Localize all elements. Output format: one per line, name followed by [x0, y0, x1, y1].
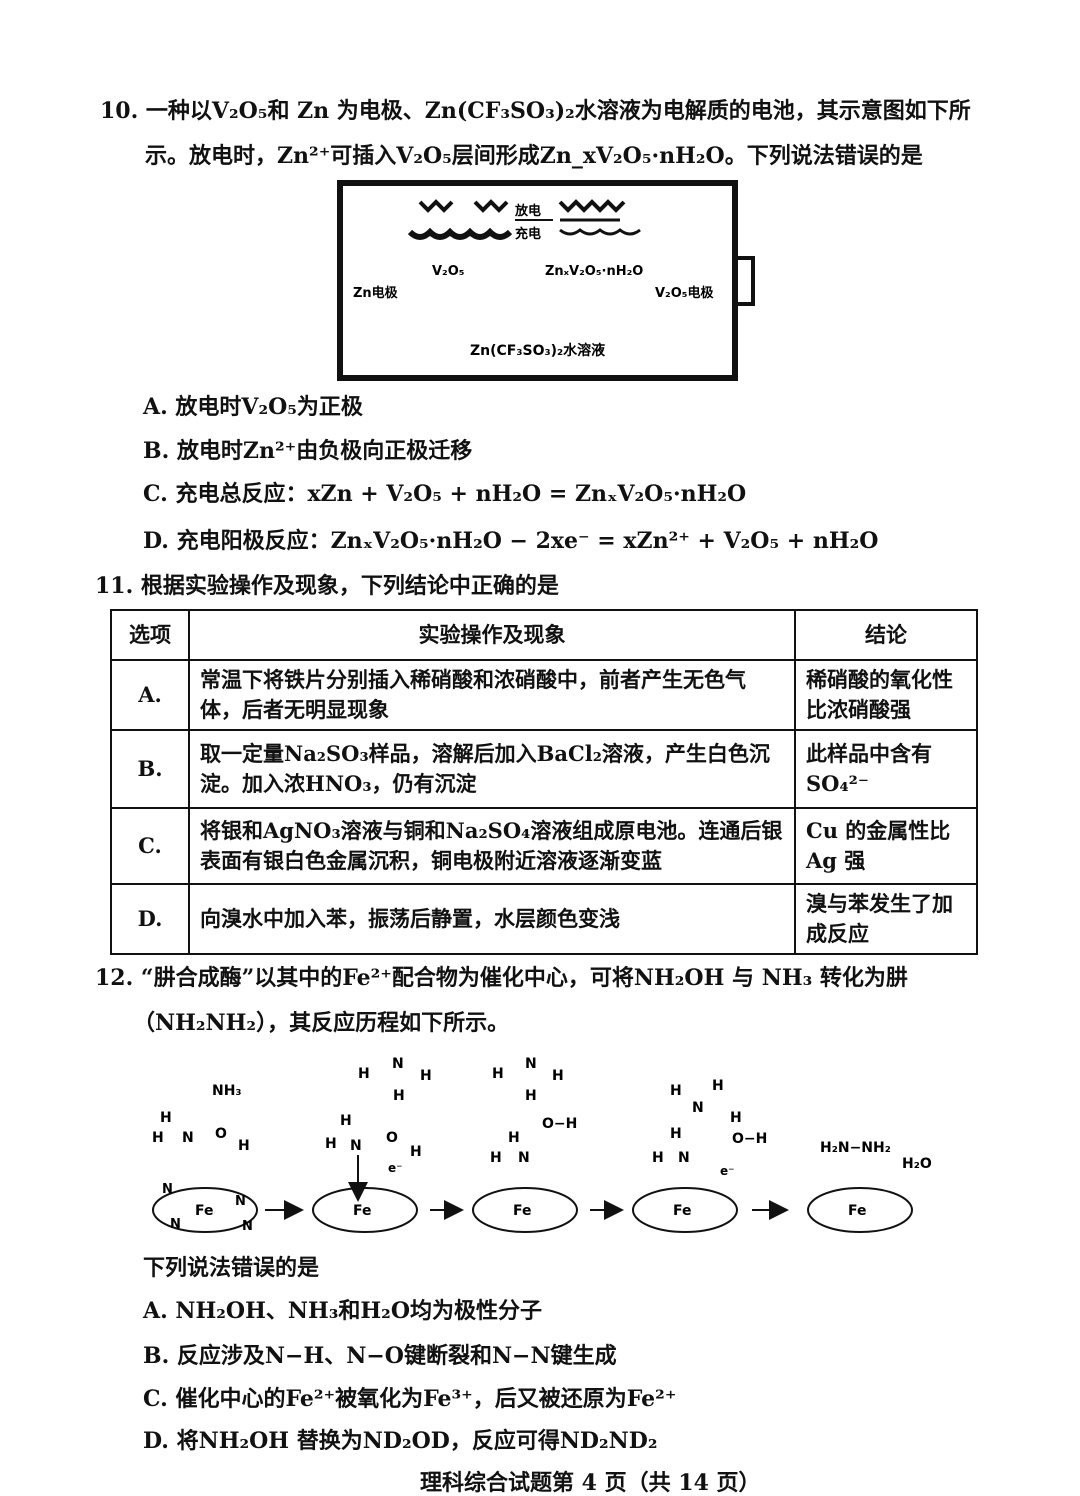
stage3-h5: H	[490, 1150, 502, 1166]
stage2-h2: H	[420, 1068, 432, 1084]
q12-option-c: C. 催化中心的Fe²⁺被氧化为Fe³⁺，后又被还原为Fe²⁺	[143, 1386, 677, 1412]
stage3-h4: H	[508, 1130, 520, 1146]
table-row: C. 将银和AgNO₃溶液与铜和Na₂SO₄溶液组成原电池。连通后银表面有银白色…	[110, 807, 978, 885]
stage1-ring	[152, 1187, 258, 1233]
row-b-option: B.	[110, 729, 190, 809]
stage1-n: N	[182, 1130, 194, 1146]
stage3-h2: H	[552, 1068, 564, 1084]
stage4-oh: O−H	[732, 1131, 767, 1147]
stage3-fe: Fe	[513, 1203, 532, 1219]
q12-stem-line1: 12. “肼合成酶”以其中的Fe²⁺配合物为催化中心，可将NH₂OH 与 NH₃…	[95, 965, 908, 991]
q12-option-a: A. NH₂OH、NH₃和H₂O均为极性分子	[143, 1298, 542, 1324]
battery-terminal	[733, 256, 755, 306]
stage3-h3: H	[525, 1088, 537, 1104]
row-d-operation: 向溴水中加入苯，振荡后静置，水层颜色变浅	[188, 883, 796, 955]
stage2-n1: N	[392, 1056, 404, 1072]
stage2-fe: Fe	[353, 1203, 372, 1219]
table-row: D. 向溴水中加入苯，振荡后静置，水层颜色变浅 溴与苯发生了加成反应	[110, 883, 978, 955]
row-c-conclusion: Cu 的金属性比Ag 强	[794, 807, 978, 885]
row-a-operation: 常温下将铁片分别插入稀硝酸和浓硝酸中，前者产生无色气体，后者无明显现象	[188, 659, 796, 731]
v2o5-layer-top	[418, 199, 509, 213]
stage3-n1: N	[525, 1056, 537, 1072]
label-electrolyte: Zn(CF₃SO₃)₂水溶液	[470, 342, 606, 359]
stage4-h4: H	[670, 1126, 682, 1142]
stage1-h3: H	[238, 1138, 250, 1154]
q12-stem-line2: （NH₂NH₂），其反应历程如下所示。	[133, 1010, 510, 1036]
stage3-oh: O−H	[542, 1116, 577, 1132]
stage1-n3: N	[170, 1217, 181, 1232]
zn-layer-bottom	[559, 218, 641, 236]
stage4-h2: H	[712, 1078, 724, 1094]
label-zn-electrode: Zn电极	[353, 285, 399, 301]
stage2-h4: H	[340, 1113, 352, 1129]
q12-prompt: 下列说法错误的是	[143, 1255, 320, 1281]
header-operation: 实验操作及现象	[188, 609, 796, 661]
header-option: 选项	[110, 609, 190, 661]
row-c-operation: 将银和AgNO₃溶液与铜和Na₂SO₄溶液组成原电池。连通后银表面有银白色金属沉…	[188, 807, 796, 885]
q10-option-a: A. 放电时V₂O₅为正极	[143, 394, 363, 420]
row-c-option: C.	[110, 807, 190, 885]
row-a-option: A.	[110, 659, 190, 731]
experiment-table: 选项 实验操作及现象 结论 A. 常温下将铁片分别插入稀硝酸和浓硝酸中，前者产生…	[110, 609, 978, 955]
table-row: B. 取一定量Na₂SO₃样品，溶解后加入BaCl₂溶液，产生白色沉淀。加入浓H…	[110, 729, 978, 809]
stage4-n1: N	[692, 1100, 704, 1116]
stage3-h1: H	[492, 1066, 504, 1082]
q10-option-c: C. 充电总反应：xZn + V₂O₅ + nH₂O = ZnₓV₂O₅·nH₂…	[143, 481, 747, 507]
q11-stem: 11. 根据实验操作及现象，下列结论中正确的是	[95, 573, 559, 599]
zn-layer-top	[558, 199, 626, 213]
row-b-conclusion: 此样品中含有SO₄²⁻	[794, 729, 978, 809]
label-znv2o5: ZnₓV₂O₅·nH₂O	[545, 264, 643, 279]
stage3-ring	[472, 1187, 578, 1233]
stage1-o: O	[215, 1126, 227, 1142]
stage5-hydrazine: H₂N−NH₂	[820, 1140, 891, 1156]
v2o5-layer-bottom	[407, 227, 513, 240]
stage2-electron: e⁻	[388, 1161, 402, 1175]
row-d-conclusion: 溴与苯发生了加成反应	[794, 883, 978, 955]
q10-stem-line2: 示。放电时，Zn²⁺可插入V₂O₅层间形成Zn_xV₂O₅·nH₂O。下列说法错…	[145, 143, 923, 169]
label-charge: 充电	[515, 226, 541, 242]
stage1-h: H	[160, 1110, 172, 1126]
stage2-h6: H	[410, 1144, 422, 1160]
q10-option-b: B. 放电时Zn²⁺由负极向正极迁移	[143, 438, 473, 464]
stage4-ring	[632, 1187, 738, 1233]
header-conclusion: 结论	[794, 609, 978, 661]
stage4-h5: H	[652, 1150, 664, 1166]
table-row: A. 常温下将铁片分别插入稀硝酸和浓硝酸中，前者产生无色气体，后者无明显现象 稀…	[110, 659, 978, 731]
row-b-operation: 取一定量Na₂SO₃样品，溶解后加入BaCl₂溶液，产生白色沉淀。加入浓HNO₃…	[188, 729, 796, 809]
stage2-h1: H	[358, 1066, 370, 1082]
stage2-h3: H	[393, 1088, 405, 1104]
label-v2o5-electrode: V₂O₅电极	[655, 285, 715, 301]
stage1-n4: N	[242, 1219, 253, 1234]
stage4-electron: e⁻	[720, 1164, 734, 1178]
stage1-n2: N	[235, 1194, 246, 1209]
stage5-fe: Fe	[848, 1203, 867, 1219]
stage2-o: O	[386, 1130, 398, 1146]
row-a-conclusion: 稀硝酸的氧化性比浓硝酸强	[794, 659, 978, 731]
stage4-n2: N	[678, 1150, 690, 1166]
stage1-n1: N	[162, 1182, 173, 1197]
stage1-nh3: NH₃	[212, 1083, 242, 1099]
stage4-h1: H	[670, 1083, 682, 1099]
stage1-fe: Fe	[195, 1203, 214, 1219]
row-d-option: D.	[110, 883, 190, 955]
stage5-ring	[807, 1187, 913, 1233]
q12-option-b: B. 反应涉及N−H、N−O键断裂和N−N键生成	[143, 1343, 617, 1369]
q10-stem-line1: 10. 一种以V₂O₅和 Zn 为电极、Zn(CF₃SO₃)₂水溶液为电解质的电…	[100, 98, 971, 124]
stage4-h3: H	[730, 1110, 742, 1126]
stage1-h2: H	[152, 1130, 164, 1146]
q12-option-d: D. 将NH₂OH 替换为ND₂OD，反应可得ND₂ND₂	[143, 1428, 658, 1454]
stage3-n2: N	[518, 1150, 530, 1166]
reaction-mechanism-diagram: NH₃ H H N O H Fe N N N N H N H H H H N O…	[152, 1056, 932, 1234]
battery-diagram: 放电 充电 V₂O₅ ZnₓV₂O₅·nH₂O Zn电极 V₂O₅电极 Zn(C…	[337, 180, 755, 381]
stage4-fe: Fe	[673, 1203, 692, 1219]
label-v2o5: V₂O₅	[432, 264, 465, 279]
label-discharge: 放电	[514, 203, 541, 219]
stage2-h5: H	[325, 1136, 337, 1152]
stage2-n2: N	[350, 1138, 362, 1154]
q10-option-d: D. 充电阳极反应：ZnₓV₂O₅·nH₂O − 2xe⁻ = xZn²⁺ + …	[143, 528, 879, 554]
stage5-h2o: H₂O	[902, 1156, 932, 1172]
page-footer: 理科综合试题第 4 页（共 14 页）	[420, 1470, 761, 1496]
table-header-row: 选项 实验操作及现象 结论	[110, 609, 978, 661]
